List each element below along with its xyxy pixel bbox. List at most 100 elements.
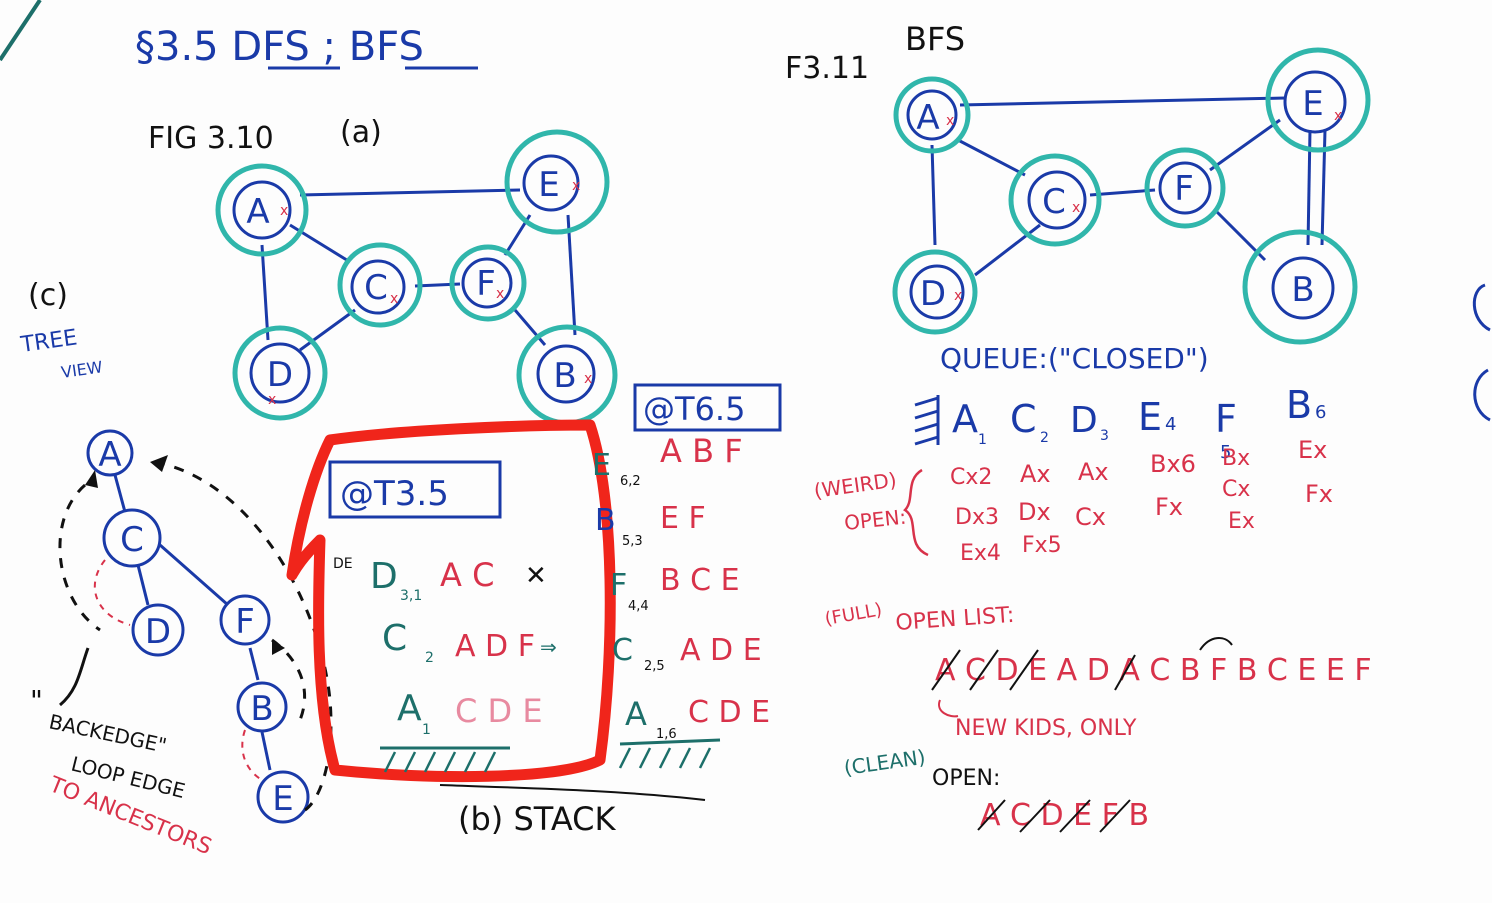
node-c xyxy=(350,259,406,315)
visited-mark: x xyxy=(496,286,504,302)
queue-entry-sub: 2 xyxy=(1040,430,1049,446)
stack-row-children: A D F xyxy=(455,629,535,664)
t65-row-node: C xyxy=(612,633,633,668)
t65-row-node: F xyxy=(610,568,627,603)
node-a xyxy=(906,89,958,141)
tree-edge-a-c xyxy=(113,474,127,513)
open-entry: Cx xyxy=(1222,477,1250,502)
node-a-label: A xyxy=(916,98,939,138)
t65-row-sub: 5,3 xyxy=(622,534,643,549)
queue-entry-sub: 3 xyxy=(1100,428,1109,444)
corner-mark xyxy=(0,0,42,62)
node-c-highlight xyxy=(1008,153,1102,247)
section-title: §3.5 DFS ; BFS xyxy=(135,24,424,70)
partial-node-right xyxy=(1472,283,1491,332)
t65-row-node: A xyxy=(625,695,647,733)
t65-row-sub: 6,2 xyxy=(620,474,641,489)
tree-node-e xyxy=(256,770,310,824)
backedge-e-to-b xyxy=(241,729,263,781)
visited-mark: x xyxy=(390,291,398,307)
node-b-label: B xyxy=(1291,270,1314,310)
backedge-d-to-c xyxy=(93,559,131,626)
stack-row-extra: ⇒ xyxy=(540,635,557,659)
open-entry: Dx xyxy=(1018,498,1051,526)
stack-row-node: A xyxy=(397,688,422,729)
t65-row-sub: 4,4 xyxy=(628,599,649,614)
node-f-highlight xyxy=(1144,147,1226,229)
strike xyxy=(1059,799,1091,833)
open-entry: Cx xyxy=(1075,503,1106,531)
queue-entry-node: D xyxy=(1070,400,1098,441)
node-b xyxy=(536,344,596,404)
fig311-title: BFS xyxy=(905,20,965,58)
queue-entry-sub: 1 xyxy=(978,432,987,448)
strike xyxy=(977,799,1006,831)
node-d-highlight xyxy=(232,325,328,421)
stack-row-node: D xyxy=(370,556,398,597)
queue-entry-node: A xyxy=(952,397,978,441)
node-d-highlight xyxy=(892,249,978,335)
node-d xyxy=(249,342,311,404)
arrowhead xyxy=(85,470,98,488)
clean-open-label: OPEN: xyxy=(932,766,1000,791)
queue-entry-sub: 6 xyxy=(1315,402,1326,423)
tree-node-d-label: D xyxy=(145,612,171,652)
tree-edge-c-d xyxy=(136,564,150,606)
t65-row-children: A D E xyxy=(680,633,762,668)
node-b-highlight xyxy=(1242,229,1358,345)
stack-b: @T3.5 DE D 3,1 A C ✕ C 2 A D F ⇒ A 1 C D… xyxy=(286,419,706,838)
visited-mark: x xyxy=(268,392,276,408)
view-label: VIEW xyxy=(60,357,104,382)
edge-a-d xyxy=(260,244,270,341)
t65-row-sub: 2,5 xyxy=(644,659,665,674)
tree-edge-c-f xyxy=(159,543,229,607)
node-f-label: F xyxy=(476,264,496,304)
tree-node-a xyxy=(86,429,134,477)
tree-edge-f-b xyxy=(248,647,260,681)
red-highlight-outline xyxy=(286,419,616,783)
queue-entry-node: F xyxy=(1215,397,1237,441)
queue-entry-node: E xyxy=(1138,395,1162,439)
open-list-sequence: A C D E A D A C B F B C E E F xyxy=(935,653,1372,688)
node-a-highlight xyxy=(215,163,309,257)
tree-node-d xyxy=(131,603,185,657)
tree-node-a-label: A xyxy=(98,435,121,475)
open-brace xyxy=(903,468,929,557)
tree-node-b-label: B xyxy=(250,689,273,729)
queue-panel: QUEUE:("CLOSED") A 1 C 2 D 3 E 4 F 5 B 6… xyxy=(812,342,1371,833)
new-kids-label: NEW KIDS, ONLY xyxy=(955,716,1137,741)
stack-t65: @T6.5 E 6,2 A B F B 5,3 E F F 4,4 B C E … xyxy=(592,383,782,769)
backedge-c-to-a xyxy=(58,483,101,632)
arrowhead xyxy=(150,455,168,472)
stack-row-sub: 3,1 xyxy=(400,588,422,604)
queue-entry-sub: 4 xyxy=(1165,414,1176,435)
stack-row-sub: 2 xyxy=(425,650,434,666)
tree-edge-b-e xyxy=(260,731,272,771)
edge-a-e xyxy=(299,188,521,197)
visited-mark: x xyxy=(1334,108,1342,124)
strike xyxy=(931,649,961,691)
strike xyxy=(969,649,999,691)
open-list-label: OPEN LIST: xyxy=(895,603,1016,636)
t35-box xyxy=(328,460,502,519)
open-entry: Ex xyxy=(1228,509,1255,534)
backedge-e-to-f xyxy=(271,638,307,721)
node-c-label: C xyxy=(1042,182,1066,222)
t65-base xyxy=(619,738,721,746)
edge-a-c xyxy=(957,138,1026,177)
queue-entry-sub: 5 xyxy=(1220,442,1231,463)
edge-a-e xyxy=(959,96,1286,107)
visited-mark: x xyxy=(584,371,592,387)
de-mark: DE xyxy=(333,556,353,572)
partial-node-right xyxy=(1473,368,1491,422)
open-entry: Fx xyxy=(1155,493,1183,521)
t65-title: @T6.5 xyxy=(643,390,745,428)
tree-node-c xyxy=(102,508,162,568)
weird-label: (WEIRD) xyxy=(812,468,898,503)
open-entry: Ax xyxy=(1020,460,1051,488)
tree-node-f-label: F xyxy=(235,602,255,642)
t65-row-sub: 1,6 xyxy=(656,727,677,742)
open-entry: Ex xyxy=(1298,436,1327,464)
t65-box xyxy=(633,383,782,432)
